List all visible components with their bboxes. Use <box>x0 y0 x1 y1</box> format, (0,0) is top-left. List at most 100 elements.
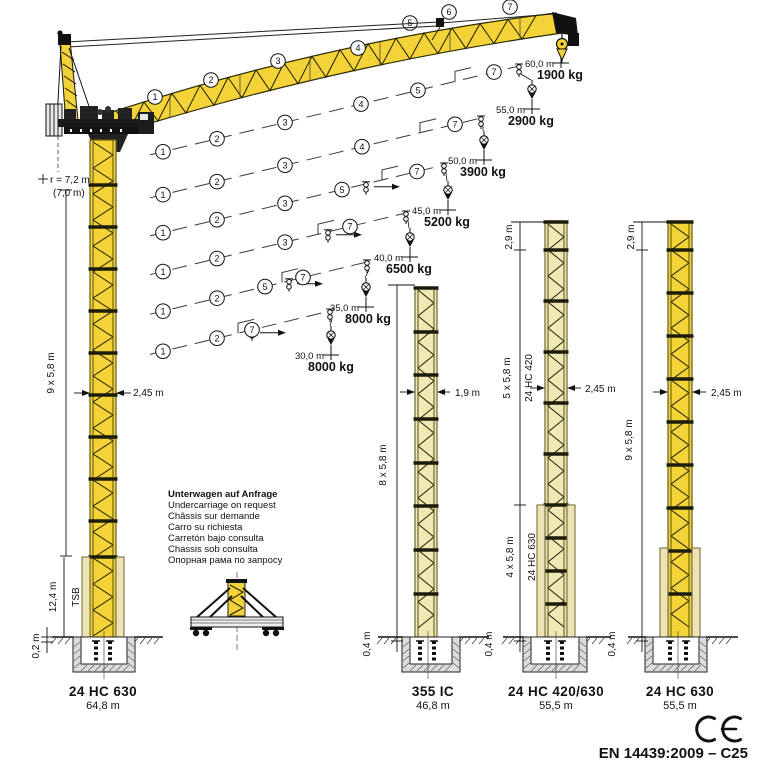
tower4-foundation-label: 0,4 m <box>607 631 618 656</box>
jib-section-number: 1 <box>160 346 165 356</box>
jib-section-number: 7 <box>300 273 305 283</box>
jib-section-circle <box>155 224 171 241</box>
jib-section-circle <box>203 72 219 88</box>
jib-section-circle <box>209 250 225 267</box>
jib-section-number: 5 <box>339 185 344 195</box>
tower-guide-rail <box>81 556 91 641</box>
jib-section-number: 1 <box>160 267 165 277</box>
jib-section-number: 7 <box>347 222 352 232</box>
tower2-width-label: 1,9 m <box>455 388 480 399</box>
tower3-upper-type-label: 24 HC 420 <box>524 354 535 402</box>
jib-section-circle <box>277 234 293 250</box>
undercarriage-drawing <box>190 572 284 650</box>
jib-section-number: 1 <box>160 306 165 316</box>
tower4-height: 55,5 m <box>663 700 697 712</box>
tower-guide-rail <box>566 504 576 638</box>
jib-lattice: 1234567 <box>115 0 537 131</box>
jib-section-number: 2 <box>208 75 213 85</box>
undercarriage-note-line: Опорная рама по запросу <box>168 555 283 566</box>
jib-section-number: 3 <box>282 237 287 247</box>
tower3-upper-sections-label: 5 x 5,8 m <box>502 357 513 398</box>
tower-head-top <box>58 34 71 45</box>
capacity-60: 1900 kg <box>537 68 583 82</box>
rope-pulley-block <box>436 18 444 27</box>
jib-section-circle <box>441 4 457 20</box>
tower1-foundation-label: 0,2 m <box>31 633 42 658</box>
tower1-base-type-label: TSB <box>71 587 82 607</box>
jib-section-circle <box>277 157 293 174</box>
jib-section-number: 7 <box>507 2 512 12</box>
jib-section-circle <box>295 269 311 286</box>
jib-variant-dashline <box>149 212 407 276</box>
tower-guide-rail <box>536 504 546 638</box>
tower3-name: 24 HC 420/630 <box>508 684 604 699</box>
jib-section-circle <box>209 290 225 306</box>
tower-guide-rail <box>115 556 125 641</box>
radius-55: 55,0 m <box>496 105 525 116</box>
radius-35: 35,0 m <box>330 303 359 314</box>
jib-section-circle <box>155 186 171 203</box>
tower-variants <box>81 139 701 649</box>
radius-45: 45,0 m <box>412 206 441 217</box>
jib-section-circle <box>447 116 463 133</box>
undercarriage-note-title: Unterwagen auf Anfrage <box>168 489 277 500</box>
jib-section-number: 3 <box>275 56 280 66</box>
tower1-width-label: 2,45 m <box>133 388 164 399</box>
undercarriage-note-line: Châssis sur demande <box>168 511 260 522</box>
jib-variant-dashline <box>149 261 368 315</box>
tower2-name: 355 IC <box>412 684 454 699</box>
jib-section-circle <box>353 96 369 112</box>
tower3-top-label: 2,9 m <box>504 224 515 249</box>
jib-section-number: 3 <box>282 118 287 128</box>
tower1-height: 64,8 m <box>86 700 120 712</box>
radius-50: 50,0 m <box>448 156 477 167</box>
jib-section-circle <box>270 53 286 69</box>
tower3-lower-type-label: 24 HC 630 <box>527 533 538 581</box>
capacity-35: 8000 kg <box>345 312 391 326</box>
tower4-name: 24 HC 630 <box>646 684 714 699</box>
undercarriage-note-line: Undercarriage on request <box>168 500 276 511</box>
jib-radius-alt-label: (7,0 m) <box>53 188 85 199</box>
undercarriage-note-line: Chassis sob consulta <box>168 544 258 555</box>
tower4-top-label: 2,9 m <box>626 224 637 249</box>
radius-60: 60,0 m <box>525 59 554 70</box>
jib-section-circle <box>409 163 425 180</box>
jib-section-number: 3 <box>282 160 287 170</box>
jib-section-number: 4 <box>359 142 364 152</box>
jib-section-number: 4 <box>355 43 360 53</box>
capacity-30: 8000 kg <box>308 360 354 374</box>
radius-30: 30,0 m <box>295 351 324 362</box>
capacity-55: 2900 kg <box>508 114 554 128</box>
jib-section-circle <box>209 130 225 147</box>
jib-section-number: 2 <box>214 177 219 187</box>
jib-section-number: 2 <box>214 215 219 225</box>
head-pulley-icon <box>57 30 63 36</box>
jib-section-circle <box>209 173 225 190</box>
tower1-sections-label: 9 x 5,8 m <box>46 352 57 393</box>
jib-section-number: 5 <box>415 86 420 96</box>
jib-section-number: 7 <box>249 325 254 335</box>
jib-section-circle <box>350 40 366 56</box>
jib-section-circle <box>209 330 225 347</box>
jib-section-number: 2 <box>214 134 219 144</box>
tower4-sections-label: 9 x 5,8 m <box>624 419 635 460</box>
labels: r = 7,2 m (7,0 m) 9 x 5,8 m 2,45 m 12,4 … <box>31 59 748 762</box>
machinery-deck <box>58 119 152 127</box>
jib-section-number: 3 <box>282 199 287 209</box>
jib-section-number: 4 <box>358 99 363 109</box>
tower-guide-rail <box>691 547 701 638</box>
jib-section-number: 1 <box>152 92 157 102</box>
ce-mark-icon <box>695 715 742 743</box>
tower1-name: 24 HC 630 <box>69 684 137 699</box>
jib-section-circle <box>502 0 518 15</box>
pendant-ropes <box>65 13 554 48</box>
jib-section-circle <box>277 195 293 212</box>
radius-40: 40,0 m <box>374 253 403 264</box>
dimension-lines <box>38 174 706 653</box>
jib-section-number: 2 <box>214 254 219 264</box>
tower1-base-height-label: 12,4 m <box>48 582 59 613</box>
tower2-foundation-label: 0,4 m <box>362 631 373 656</box>
jib-section-circle <box>257 278 273 295</box>
